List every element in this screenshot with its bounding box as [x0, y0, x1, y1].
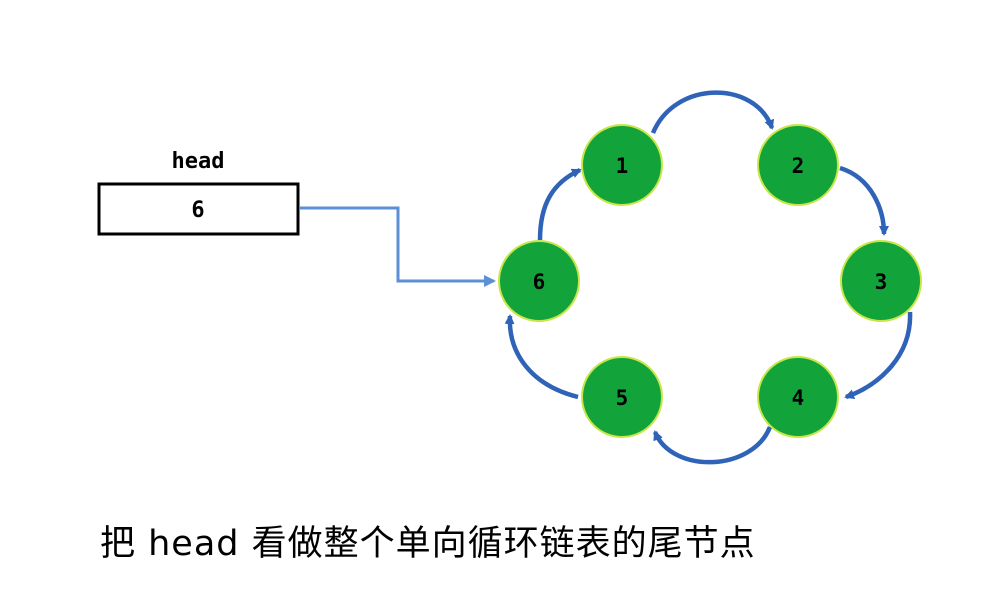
- head-value: 6: [191, 198, 204, 223]
- node-2: 2: [757, 124, 839, 206]
- head-pointer-arrow: [300, 206, 496, 287]
- node-1-label: 1: [616, 154, 629, 178]
- node-3-label: 3: [875, 270, 888, 294]
- node-2-label: 2: [792, 154, 805, 178]
- node-4-label: 4: [792, 386, 805, 410]
- node-6-label: 6: [533, 270, 546, 294]
- link-arrow-2-3: [839, 165, 889, 236]
- node-3: 3: [840, 240, 922, 322]
- head-label: head: [172, 149, 225, 174]
- node-4: 4: [757, 356, 839, 438]
- node-5-label: 5: [616, 386, 629, 410]
- link-arrow-1-2: [650, 90, 775, 134]
- link-arrow-3-4: [844, 311, 913, 400]
- head-box: [97, 182, 300, 236]
- node-6: 6: [498, 240, 580, 322]
- link-arrow-5-6: [504, 314, 579, 400]
- node-5: 5: [581, 356, 663, 438]
- diagram-caption: 把 head 看做整个单向循环链表的尾节点: [100, 524, 756, 564]
- node-1: 1: [581, 124, 663, 206]
- link-arrow-4-5: [652, 426, 773, 465]
- link-arrow-6-1: [537, 167, 582, 241]
